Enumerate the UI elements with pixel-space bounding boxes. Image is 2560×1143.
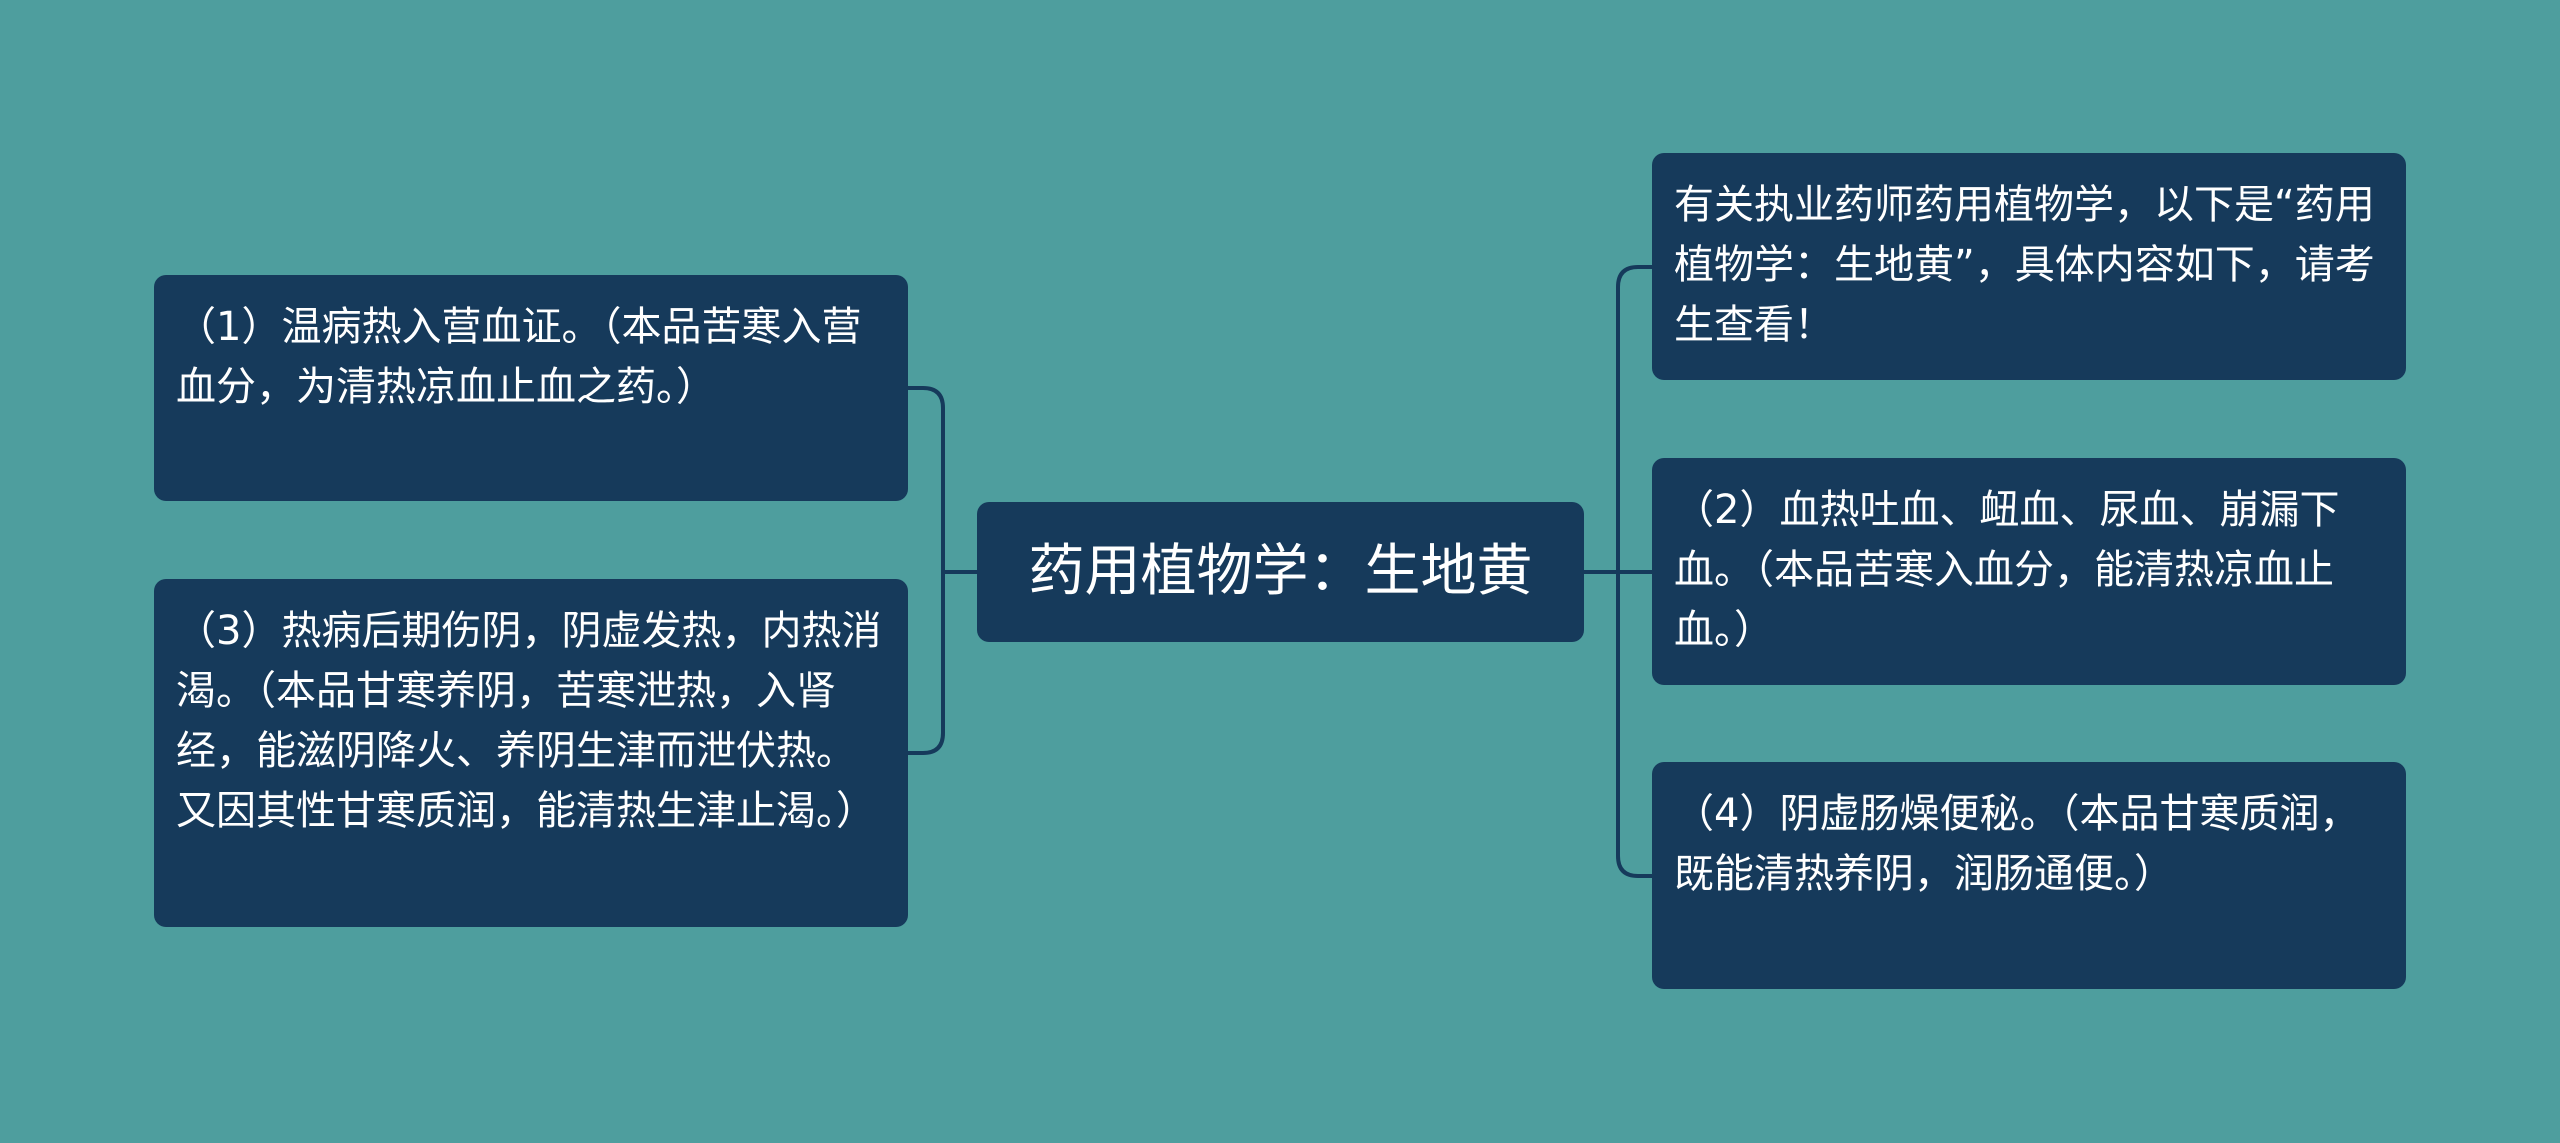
left-branch-node-2[interactable]: （3）热病后期伤阴，阴虚发热，内热消渴。（本品甘寒养阴，苦寒泄热，入肾经，能滋阴… (154, 579, 908, 927)
right-branch-node-1-text: 有关执业药师药用植物学，以下是“药用植物学：生地黄”，具体内容如下，请考生查看！ (1674, 182, 2375, 348)
right-branch-node-3[interactable]: （4）阴虚肠燥便秘。（本品甘寒质润，既能清热养阴，润肠通便。） (1652, 762, 2406, 989)
left-branch-node-2-text: （3）热病后期伤阴，阴虚发热，内热消渴。（本品甘寒养阴，苦寒泄热，入肾经，能滋阴… (176, 608, 882, 834)
right-branch-node-3-text: （4）阴虚肠燥便秘。（本品甘寒质润，既能清热养阴，润肠通便。） (1674, 791, 2360, 897)
connector-right-1 (1616, 265, 1652, 572)
connector-left-2 (908, 572, 945, 755)
left-branch-node-1-text: （1）温病热入营血证。（本品苦寒入营血分，为清热凉血止血之药。） (176, 304, 862, 410)
left-branch-node-1[interactable]: （1）温病热入营血证。（本品苦寒入营血分，为清热凉血止血之药。） (154, 275, 908, 501)
right-branch-node-2[interactable]: （2）血热吐血、衄血、尿血、崩漏下血。（本品苦寒入血分，能清热凉血止血。） (1652, 458, 2406, 685)
connector-left-1 (908, 386, 945, 572)
right-branch-node-1[interactable]: 有关执业药师药用植物学，以下是“药用植物学：生地黄”，具体内容如下，请考生查看！ (1652, 153, 2406, 380)
right-branch-node-2-text: （2）血热吐血、衄血、尿血、崩漏下血。（本品苦寒入血分，能清热凉血止血。） (1674, 487, 2340, 653)
central-topic-label: 药用植物学：生地黄 (1028, 539, 1533, 604)
connector-right-3 (1616, 572, 1652, 878)
central-topic[interactable]: 药用植物学：生地黄 (977, 502, 1584, 642)
